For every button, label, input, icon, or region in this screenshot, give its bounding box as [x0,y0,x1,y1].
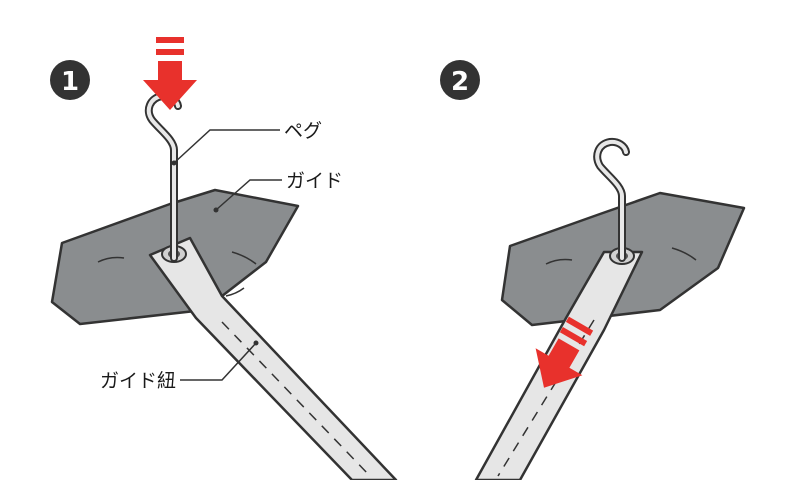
guide-cord-strap [148,236,398,480]
step-2-illustration: 2 [440,60,746,480]
step-1-badge: 1 [50,60,90,100]
step-2-number: 2 [451,67,469,97]
peg [593,137,630,262]
step-1-illustration: 1 ペグ ガイド ガイド紐 [50,37,398,480]
guide-cord-label: ガイド紐 [100,370,176,392]
step-2-badge: 2 [440,60,480,100]
guide-label: ガイド [286,170,343,192]
pull-down-arrow [535,316,594,388]
step-1-number: 1 [61,67,79,97]
guide-cord-leader-line [180,342,257,381]
peg-label: ペグ [284,120,322,142]
push-down-arrow [143,37,197,110]
peg-leader-line [173,129,280,164]
guide-leader-line [215,179,282,211]
